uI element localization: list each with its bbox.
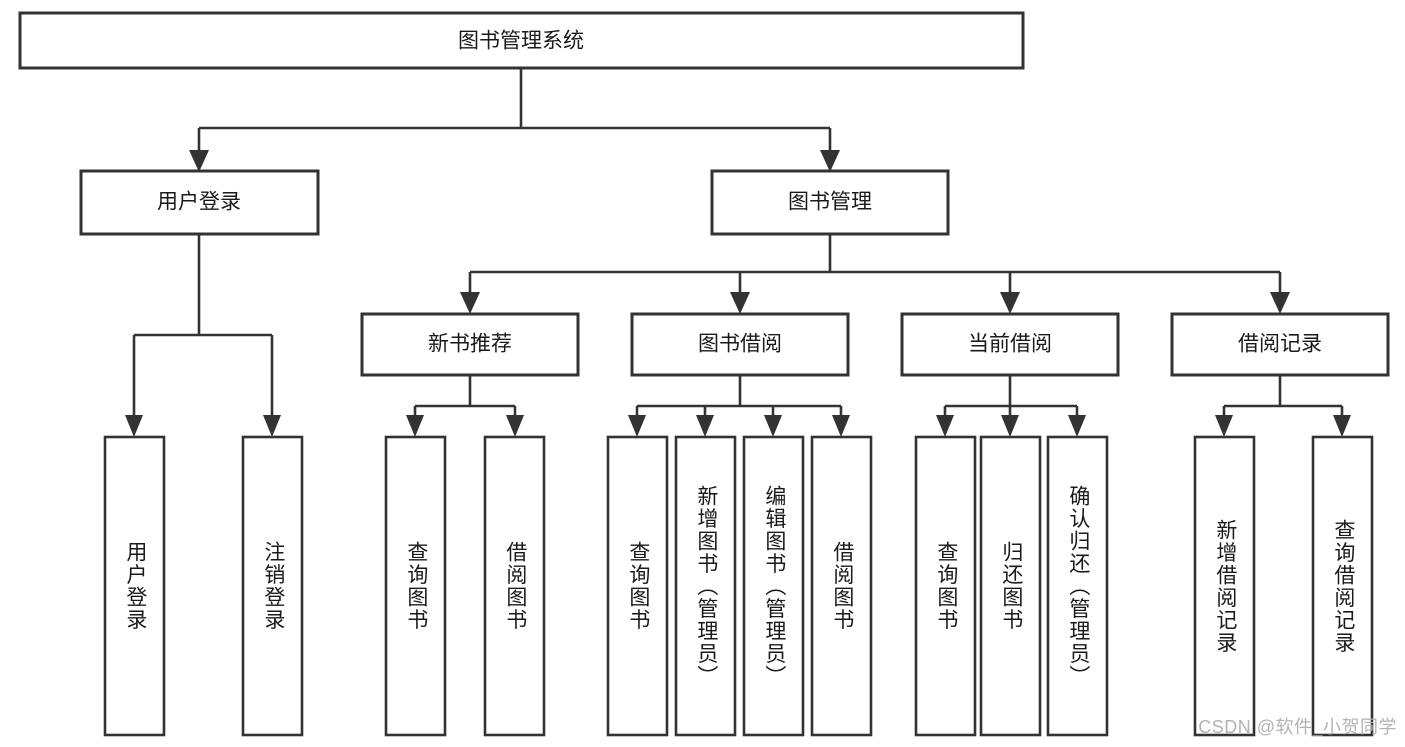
- node-leaf-user-login-box[interactable]: [103, 435, 166, 737]
- node-current-borrow[interactable]: 当前借阅: [900, 312, 1120, 377]
- node-leaf-query-book-current-box[interactable]: [914, 435, 977, 737]
- node-book-manage-label: 图书管理: [788, 191, 872, 214]
- node-current-borrow-label: 当前借阅: [968, 333, 1052, 356]
- node-root-label: 图书管理系统: [458, 30, 584, 53]
- arrow-head-new-book-recommend: [460, 292, 480, 314]
- node-leaf-borrow-book-rec-box[interactable]: [483, 435, 546, 737]
- arrow-head-leaf-return-book: [1001, 415, 1019, 437]
- node-leaf-edit-book-box[interactable]: [742, 435, 805, 737]
- arrow-head-leaf-add-book: [696, 415, 714, 437]
- arrow-head-leaf-query-book-current: [936, 415, 954, 437]
- arrow-head-book-borrow: [730, 292, 750, 314]
- node-leaf-query-book-borrow-box[interactable]: [606, 435, 669, 737]
- node-leaf-logout-box[interactable]: [241, 435, 304, 737]
- connectors: [125, 68, 1351, 437]
- node-leaf-add-record-box[interactable]: [1193, 435, 1256, 737]
- arrow-head-leaf-borrow-book-rec: [506, 415, 524, 437]
- node-user-login[interactable]: 用户登录: [79, 169, 320, 236]
- arrow-head-borrow-record: [1270, 292, 1290, 314]
- node-leaf-query-record-box[interactable]: [1311, 435, 1374, 737]
- arrow-head-current-borrow: [1000, 292, 1020, 314]
- arrow-head-leaf-query-record: [1333, 415, 1351, 437]
- node-new-book-recommend-label: 新书推荐: [428, 333, 512, 356]
- arrow-head-leaf-query-book-borrow: [628, 415, 646, 437]
- node-root[interactable]: 图书管理系统: [18, 11, 1025, 70]
- node-borrow-record-label: 借阅记录: [1238, 333, 1322, 356]
- node-leaf-query-book-rec-box[interactable]: [384, 435, 447, 737]
- arrow-head-leaf-edit-book: [764, 415, 782, 437]
- arrow-head-leaf-add-record: [1215, 415, 1233, 437]
- node-book-manage[interactable]: 图书管理: [710, 169, 950, 236]
- arrow-head-leaf-user-login: [125, 415, 143, 437]
- node-new-book-recommend-box[interactable]: [360, 312, 580, 377]
- node-leaf-borrow-book-box[interactable]: [810, 435, 873, 737]
- node-leaf-return-book-box[interactable]: [979, 435, 1042, 737]
- arrow-head-leaf-query-book-rec: [406, 415, 424, 437]
- node-book-borrow-box[interactable]: [630, 312, 850, 377]
- node-borrow-record[interactable]: 借阅记录: [1170, 312, 1390, 377]
- node-book-manage-box[interactable]: [710, 169, 950, 236]
- arrow-head-leaf-confirm-return: [1068, 415, 1086, 437]
- node-book-borrow[interactable]: 图书借阅: [630, 312, 850, 377]
- node-user-login-box[interactable]: [79, 169, 320, 236]
- node-book-borrow-label: 图书借阅: [698, 333, 782, 356]
- arrow-head-leaf-borrow-book: [832, 415, 850, 437]
- node-leaf-add-book-box[interactable]: [674, 435, 737, 737]
- node-leaf-confirm-return-box[interactable]: [1046, 435, 1109, 737]
- leaf-boxes: [103, 435, 1374, 737]
- node-user-login-label: 用户登录: [157, 191, 241, 214]
- node-new-book-recommend[interactable]: 新书推荐: [360, 312, 580, 377]
- node-current-borrow-box[interactable]: [900, 312, 1120, 377]
- arrow-head-leaf-logout: [263, 415, 281, 437]
- watermark-text: CSDN @软件_小贺同学: [1198, 717, 1397, 737]
- arrow-head-user-login: [189, 150, 209, 172]
- arrow-head-book-manage: [820, 150, 840, 172]
- node-borrow-record-box[interactable]: [1170, 312, 1390, 377]
- node-root-box[interactable]: [18, 11, 1025, 70]
